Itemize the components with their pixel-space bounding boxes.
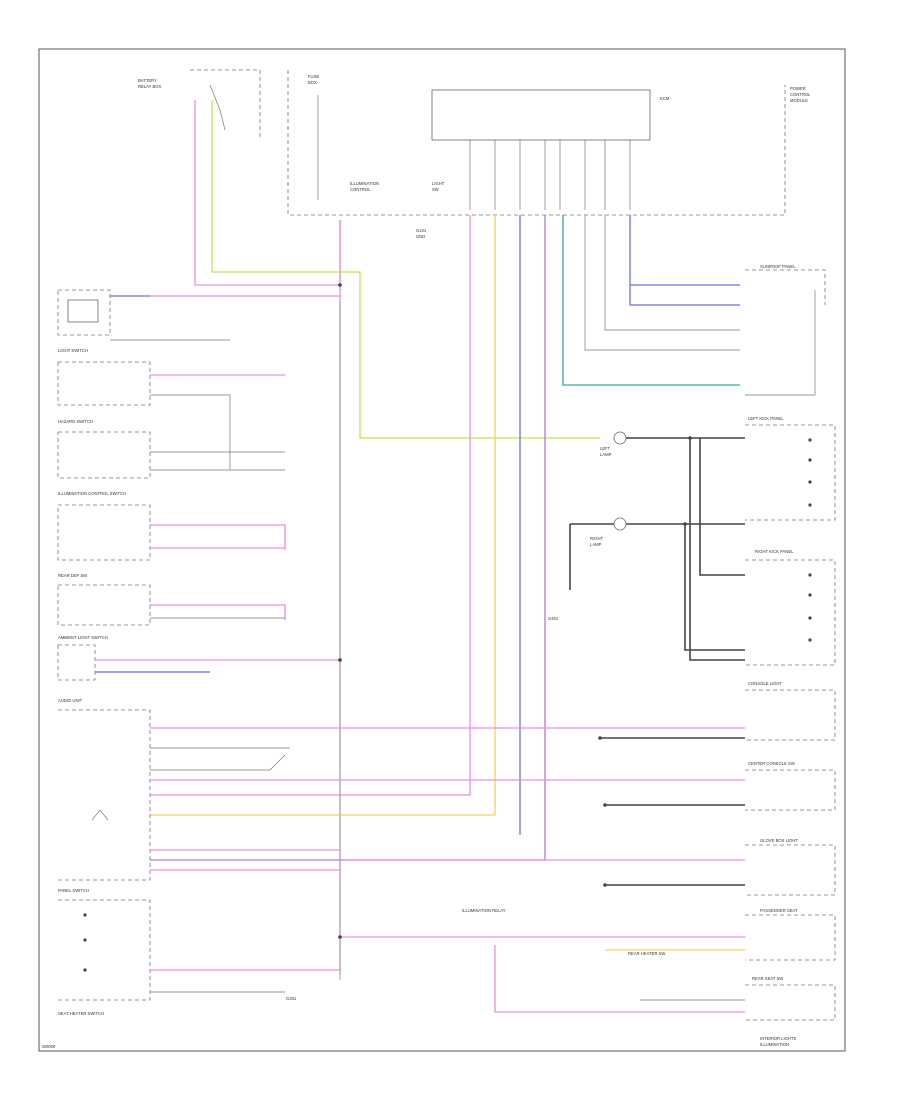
wire-teal-ecm: [562, 215, 740, 386]
console-light: CONSOLE LIGHT: [600, 681, 836, 741]
ground-main-label-2: GND: [416, 234, 425, 239]
module-right-label-2: CONTROL: [790, 92, 811, 97]
rear-seat-sw: REAR SEAT SW: [494, 945, 836, 1021]
lamp-right-label-2: LAMP: [590, 542, 602, 547]
lamp-right-label-1: RIGHT: [590, 536, 603, 541]
headlight-switch: LIGHT SWITCH: [57, 289, 340, 353]
wire-purple-ecm: [150, 215, 546, 861]
footer-left: W0000: [42, 1044, 56, 1049]
module-right: POWER CONTROL MODULE: [790, 86, 811, 103]
lamp-left-label-1: LEFT: [600, 446, 611, 451]
seat-heater-switch-label: SEAT HEATER SWITCH: [58, 1011, 104, 1016]
console-light-label: CONSOLE LIGHT: [748, 681, 782, 686]
sunroof-panel: SUNROOF PANEL: [745, 264, 826, 396]
right-kick-panel-label: RIGHT KICK PANEL: [755, 549, 794, 554]
ground-main-label-1: G101: [416, 228, 427, 233]
illumination-relay-label: ILLUMINATION RELAY: [462, 908, 506, 913]
ground-left-label: G301: [286, 996, 297, 1001]
ill-control-switch: ILLUMINATION CONTROL SWITCH: [57, 431, 285, 496]
module-right-label-1: POWER: [790, 86, 806, 91]
diagram-frame: [38, 48, 846, 1052]
center-console: CENTER CONSOLE SW: [150, 761, 836, 811]
relay-box-label-1: BATTERY: [138, 78, 157, 83]
wire-yellow-ecm: [150, 215, 496, 816]
wire-gray-ecm-1: [584, 215, 740, 351]
relay-box-label-2: RELAY BOX: [138, 84, 162, 89]
headlight-switch-label: LIGHT SWITCH: [58, 348, 88, 353]
rear-def-switch-label: REAR DEF SW: [58, 573, 87, 578]
lamp-right: RIGHT LAMP: [569, 517, 745, 651]
glove-box: GLOVE BOX LIGHT: [340, 838, 836, 896]
wire-green-relay: [211, 100, 600, 439]
relay-box: BATTERY RELAY BOX: [138, 69, 261, 140]
right-kick-panel: RIGHT KICK PANEL: [745, 549, 836, 666]
fuse-box-label-1: FUSE: [308, 74, 319, 79]
lamp-left: LEFT LAMP: [600, 431, 745, 661]
rear-heater-label: REAR HEATER SW: [628, 951, 665, 956]
center-console-label: CENTER CONSOLE SW: [748, 761, 795, 766]
ecm-label: ECM: [660, 96, 670, 101]
wire-blue-right: [629, 215, 740, 306]
turn-ind-label-1: LIGHT: [432, 181, 445, 186]
glove-box-label: GLOVE BOX LIGHT: [760, 838, 798, 843]
footer-right-1: INTERIOR LIGHTS: [760, 1036, 797, 1041]
lamp-left-label-2: LAMP: [600, 452, 612, 457]
fuse-box: FUSE BOX: [287, 70, 786, 216]
sunroof-panel-label: SUNROOF PANEL: [760, 264, 796, 269]
left-kick-panel-label: LEFT KICK PANEL: [748, 416, 784, 421]
panel-switch-label: PANEL SWITCH: [58, 888, 89, 893]
module-right-label-3: MODULE: [790, 98, 808, 103]
wire-pink-ecm: [150, 215, 471, 796]
rear-seat-sw-label: REAR SEAT SW: [752, 976, 783, 981]
hazard-switch-label: HAZARD SWITCH: [58, 419, 93, 424]
junction-dots: [338, 283, 692, 939]
passenger-seat-label: PASSENGER SEAT: [760, 908, 798, 913]
audio-unit: AUDIO UNIT: [57, 644, 340, 703]
wire-gray-ecm-2: [604, 215, 740, 331]
fuse-box-label-2: BOX: [308, 80, 317, 85]
ill-control-label-2: CONTROL: [350, 187, 371, 192]
hazard-switch: HAZARD SWITCH: [57, 361, 285, 470]
ill-control-label-1: ILLUMINATION: [350, 181, 379, 186]
turn-ind-label-2: SW: [432, 187, 439, 192]
ambient-switch: AMBIENT LIGHT SWITCH: [57, 584, 286, 640]
rear-def-switch: REAR DEF SW: [57, 504, 286, 578]
ground-right-label: G401: [548, 616, 559, 621]
panel-switch: PANEL SWITCH: [58, 709, 745, 893]
seat-heater-switch: SEAT HEATER SWITCH: [58, 899, 340, 1016]
ill-control-switch-label: ILLUMINATION CONTROL SWITCH: [58, 491, 126, 496]
left-kick-panel: LEFT KICK PANEL: [745, 416, 836, 521]
passenger-seat: PASSENGER SEAT: [340, 908, 836, 961]
ecm-box: ECM: [431, 89, 670, 210]
audio-unit-label: AUDIO UNIT: [58, 698, 83, 703]
footer-right-2: ILLUMINATION: [760, 1042, 789, 1047]
ambient-switch-label: AMBIENT LIGHT SWITCH: [58, 635, 108, 640]
